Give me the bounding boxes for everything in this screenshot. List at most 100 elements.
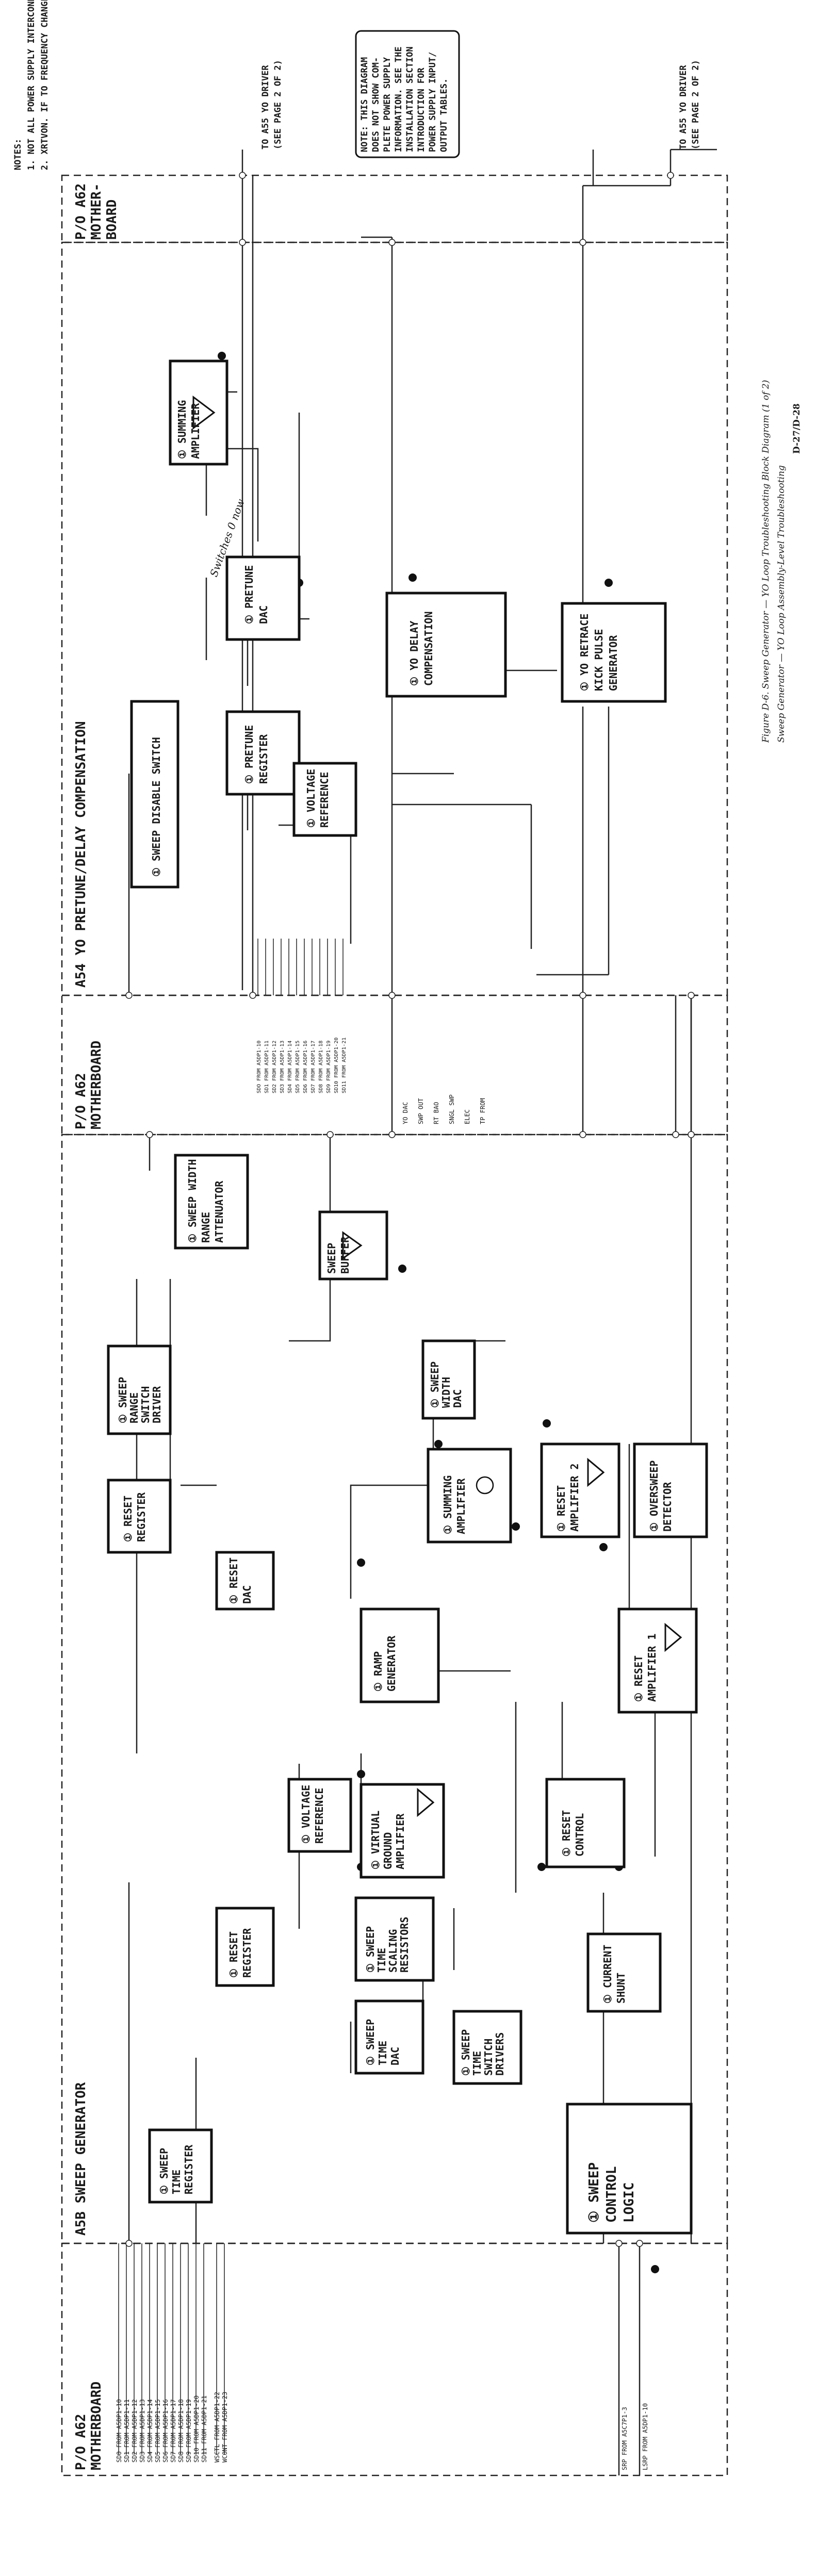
block-reset-amplifier-2: ① RESET AMPLIFIER 2 [540,1442,620,1538]
mid-bus [257,939,344,995]
left-bus [118,2243,225,2455]
svg-text:WIDTH: WIDTH [440,1377,452,1408]
svg-text:SWP OUT: SWP OUT [417,1098,424,1124]
svg-text:① SUMMING: ① SUMMING [442,1475,454,1534]
svg-text:SD8 FROM A5DP1-18: SD8 FROM A5DP1-18 [177,2399,185,2463]
svg-text:DRIVERS: DRIVERS [494,2032,506,2076]
note-box [355,30,460,158]
block-summing-amplifier-top: ① SUMMING AMPLIFIER [169,359,228,466]
block-sweep-time-scaling-resistors: ① SWEEP TIME SCALING RESISTORS [354,1896,435,1982]
mid-bus-labels: SDO FROM A5DP1-10 SD1 FROM A5DP1-11 SD2 … [256,1038,347,1093]
svg-text:① SWEEP: ① SWEEP [158,2148,170,2194]
svg-text:SD11 FROM A5DP1-21: SD11 FROM A5DP1-21 [341,1038,347,1093]
frame-a62-right [61,174,728,243]
note-box-line-8: OUTPUT TABLES. [439,78,449,152]
block-sweep-time-dac: ① SWEEP TIME DAC [354,1999,424,2075]
svg-text:GENERATOR: GENERATOR [607,635,619,691]
svg-text:REFERENCE: REFERENCE [318,772,331,828]
block-reset-dac: ① RESET DAC [215,1551,275,1611]
svg-text:① SWEEP WIDTH: ① SWEEP WIDTH [186,1159,199,1243]
svg-text:① RESET: ① RESET [560,1810,573,1857]
to-a55-top-1: TO A55 YO DRIVER [260,64,271,150]
svg-text:AMPLIFIER 1: AMPLIFIER 1 [646,1634,658,1702]
block-yo-retrace-kick-pulse: ① YO RETRACE KICK PULSE GENERATOR [561,602,667,703]
svg-text:DETECTOR: DETECTOR [661,1482,674,1532]
svg-text:TIME: TIME [170,2170,183,2194]
svg-text:① RESET: ① RESET [122,1496,134,1542]
block-reset-register-top: ① RESET REGISTER [107,1479,172,1554]
svg-text:SD4 FROM A5DP1-14: SD4 FROM A5DP1-14 [146,2399,154,2463]
label-a62-mid-1: P/O A62 [73,1073,89,1129]
block-sweep-range-switch-driver: ① SWEEP RANGE SWITCH DRIVER [107,1344,172,1435]
block-sweep-time-switch-drivers: ① SWEEP TIME SWITCH DRIVERS [452,2010,522,2085]
block-sweep-disable-switch: ① SWEEP DISABLE SWITCH [130,700,179,889]
block-voltage-reference-top: ① VOLTAGE REFERENCE [292,762,357,837]
svg-text:CONTROL: CONTROL [574,1813,586,1857]
bottom-label-srp: SRP FROM A5C7P1-3 [621,2407,628,2470]
block-reset-register-bot: ① RESET REGISTER [215,1907,275,1987]
note-box-line-5: INSTALLATION SECTION [405,46,415,152]
svg-text:SD9 FROM A5DP1-19: SD9 FROM A5DP1-19 [185,2399,192,2463]
svg-text:SD1 FROM A5DP1-11: SD1 FROM A5DP1-11 [264,1041,270,1093]
svg-text:RANGE: RANGE [200,1212,212,1243]
note-box-line-6: INTRODUCTION FOR [416,67,427,152]
svg-text:AMPLIFIER: AMPLIFIER [394,1813,406,1869]
svg-text:SD1 FROM A5DP1-11: SD1 FROM A5DP1-11 [123,2399,130,2463]
svg-text:① SWEEP: ① SWEEP [364,2019,377,2065]
svg-text:SD7 FROM A5DP1-17: SD7 FROM A5DP1-17 [311,1041,316,1093]
svg-text:RT BAO: RT BAO [433,1102,440,1124]
svg-text:LOGIC: LOGIC [622,2183,637,2223]
svg-text:TIME: TIME [471,2051,483,2076]
svg-text:SD4 FROM A5DP1-14: SD4 FROM A5DP1-14 [287,1041,293,1093]
block-sweep-control-logic: ① SWEEP CONTROL LOGIC [566,2103,693,2235]
label-a62-right-2: MOTHER- [89,183,104,240]
svg-text:SD11 FROM A5DP1-21: SD11 FROM A5DP1-21 [201,2395,208,2463]
svg-text:① RESET: ① RESET [227,1931,240,1978]
svg-text:DAC: DAC [451,1389,464,1408]
svg-text:① VIRTUAL: ① VIRTUAL [369,1811,382,1869]
svg-text:① SWEEP: ① SWEEP [429,1361,441,1408]
frame-a62-mid [61,994,728,1136]
svg-text:RESISTORS: RESISTORS [398,1917,411,1973]
block-sweep-buffer: SWEEP BUFFER [318,1210,388,1281]
svg-text:SD5 FROM A5DP1-15: SD5 FROM A5DP1-15 [154,2399,161,2463]
svg-text:REGISTER: REGISTER [135,1492,148,1542]
left-bus-labels: SDO FROM A5DP1-10 SD1 FROM A5DP1-11 SD2 … [116,2392,228,2463]
svg-text:① SWEEP DISABLE SWITCH: ① SWEEP DISABLE SWITCH [150,737,162,877]
notes-item-2: 2. XRTVON. IF TO FREQUENCY CHANGE! [40,0,50,170]
svg-text:REGISTER: REGISTER [183,2144,195,2194]
svg-text:REFERENCE: REFERENCE [313,1788,325,1844]
svg-text:① SWEEP: ① SWEEP [460,2029,472,2076]
svg-text:TIME: TIME [377,2041,389,2065]
note-box-line-2: DOES NOT SHOW COM- [371,57,381,152]
bottom-label-lsrp: LSRP FROM A5DP1-10 [642,2403,649,2470]
svg-text:SD5 FROM A5DP1-15: SD5 FROM A5DP1-15 [295,1041,301,1093]
note-box-line-4: INFORMATION. SEE THE [394,46,404,152]
caption-line-2: Sweep Generator — YO Loop Assembly-Level… [776,465,787,743]
block-sweep-width-range-attenuator: ① SWEEP WIDTH RANGE ATTENUATOR [174,1154,249,1250]
caption-page: D-27/D-28 [792,403,802,454]
svg-text:DRIVER: DRIVER [151,1386,163,1423]
note-box-line-3: PLETE POWER SUPPLY [382,57,393,152]
svg-text:SDO FROM A5DP1-10: SDO FROM A5DP1-10 [116,2399,123,2463]
svg-text:REGISTER: REGISTER [241,1928,253,1978]
svg-text:SHUNT: SHUNT [615,1973,627,2004]
svg-text:① VOLTAGE: ① VOLTAGE [305,769,317,828]
block-yo-delay-compensation: ① YO DELAY COMPENSATION [385,592,507,698]
svg-text:① SWEEP: ① SWEEP [364,1926,377,1973]
block-ramp-generator: ① RAMP GENERATOR [360,1607,440,1703]
svg-text:① YO RETRACE: ① YO RETRACE [578,614,591,691]
block-overshoot-detector: ① OVERSWEEP DETECTOR [633,1442,708,1538]
note-box-line-7: POWER SUPPLY INPUT/ [428,52,438,152]
note-box-line-1: NOTE: THIS DIAGRAM [360,57,370,152]
notes-header: NOTES: [13,139,23,170]
svg-text:SDO FROM A5DP1-10: SDO FROM A5DP1-10 [256,1041,262,1093]
svg-text:ELEC: ELEC [464,1109,471,1124]
block-virtual-ground-amplifier: ① VIRTUAL GROUND AMPLIFIER [360,1783,445,1879]
connectors [125,172,695,2247]
svg-text:AMPLIFIER: AMPLIFIER [189,403,202,459]
label-a62-right-1: P/O A62 [73,183,89,240]
to-a55-bot-1: TO A55 YO DRIVER [678,64,689,150]
svg-text:TP FROM: TP FROM [479,1098,486,1124]
